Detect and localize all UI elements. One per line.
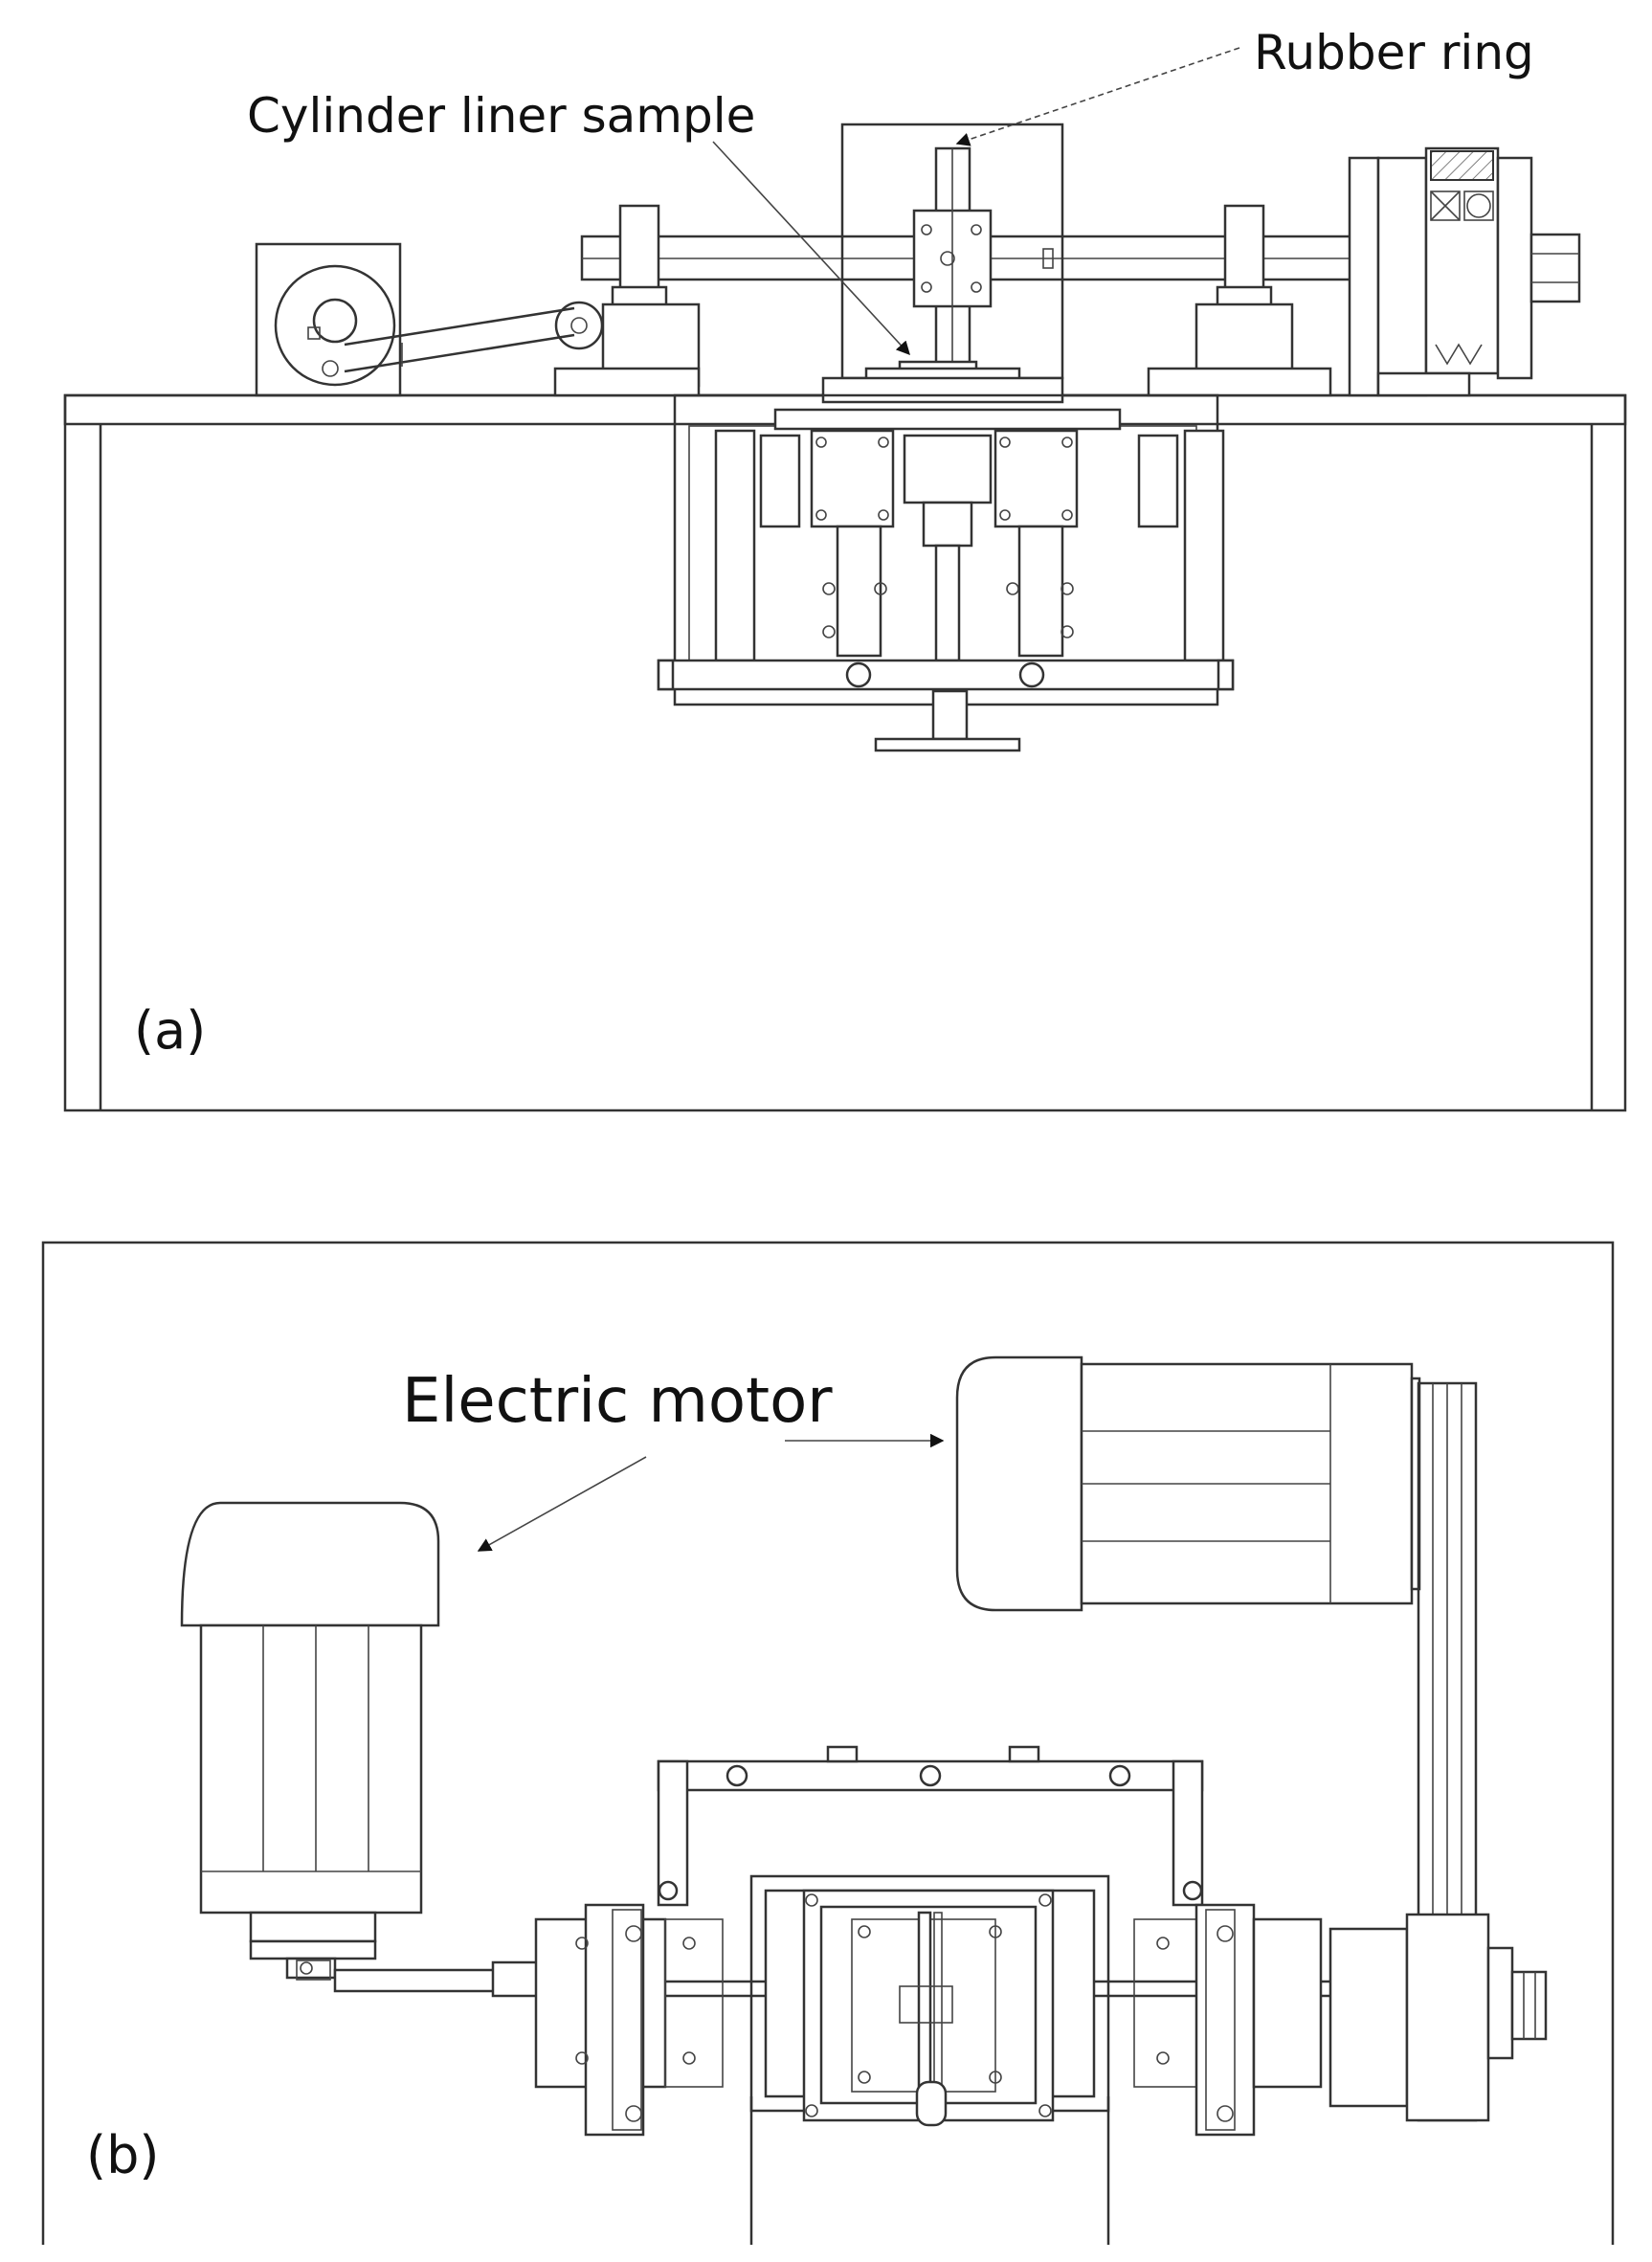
- electric-motor-left: [180, 1501, 440, 1981]
- test-chamber-top: [749, 1874, 1110, 2127]
- panel-b-frame: [41, 1241, 1615, 2245]
- label-rubber-ring: Rubber ring: [1254, 25, 1534, 80]
- electric-motor-right: [955, 1355, 1421, 1612]
- crank-mechanism: [255, 242, 604, 397]
- right-bearing-support: [1147, 204, 1332, 397]
- label-panel-b: (b): [86, 2125, 159, 2185]
- bridge-frame: [657, 1745, 1204, 1907]
- left-bearing-top: [534, 1903, 724, 2137]
- right-bearing-top: [1133, 1903, 1323, 2137]
- label-panel-a: (a): [134, 1000, 206, 1061]
- loading-frame: [657, 393, 1235, 752]
- label-electric-motor: Electric motor: [402, 1366, 833, 1437]
- test-chamber: [821, 123, 1064, 404]
- pulley-top: [1328, 1913, 1548, 2122]
- pulley-assembly: [1348, 146, 1581, 397]
- panel-b-top-view: Electric motor (b): [41, 1241, 1615, 2245]
- label-cylinder-liner-sample: Cylinder liner sample: [247, 88, 755, 144]
- panel-a-front-view: Rubber ring Cylinder liner sample (a): [63, 25, 1627, 1112]
- left-bearing-support: [553, 204, 701, 397]
